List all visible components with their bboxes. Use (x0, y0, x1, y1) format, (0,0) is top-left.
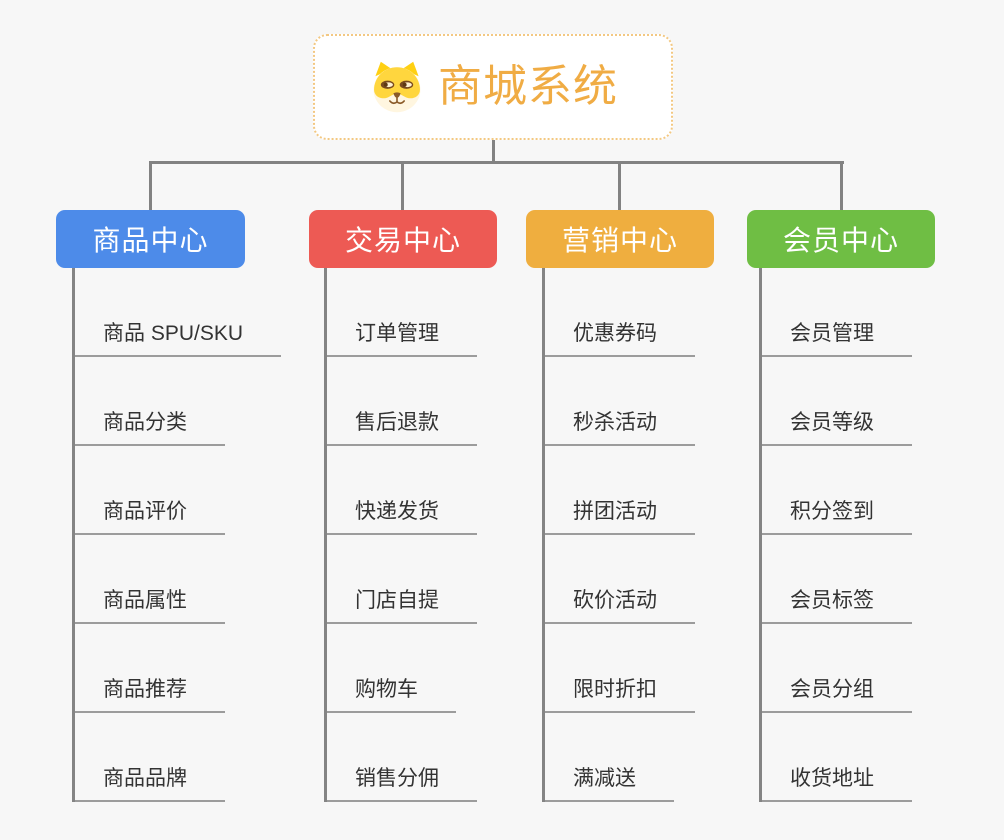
connector-drop-branch-2 (401, 161, 404, 210)
leaf-item[interactable]: 快递发货 (324, 495, 477, 535)
root-title: 商城系统 (438, 62, 618, 111)
leaf-item[interactable]: 收货地址 (759, 762, 912, 802)
leaf-item[interactable]: 商品推荐 (72, 673, 225, 713)
connector-root-stem (492, 140, 495, 164)
leaf-item[interactable]: 满减送 (542, 762, 674, 802)
leaf-item[interactable]: 订单管理 (324, 317, 477, 357)
leaf-item[interactable]: 积分签到 (759, 495, 912, 535)
leaf-item[interactable]: 限时折扣 (542, 673, 695, 713)
branch-member-center[interactable]: 会员中心 (747, 210, 935, 268)
children-column-marketing: 优惠券码 秒杀活动 拼团活动 砍价活动 限时折扣 满减送 (542, 268, 695, 802)
leaf-item[interactable]: 商品分类 (72, 406, 225, 446)
connector-drop-branch-1 (149, 161, 152, 210)
leaf-item[interactable]: 商品 SPU/SKU (72, 317, 282, 357)
dog-face-icon (368, 60, 426, 114)
connector-column-line (324, 268, 327, 802)
connector-column-line (542, 268, 545, 802)
branch-label: 交易中心 (344, 225, 461, 256)
children-column-trade: 订单管理 售后退款 快递发货 门店自提 购物车 销售分佣 (324, 268, 477, 802)
leaf-item[interactable]: 销售分佣 (324, 762, 477, 802)
leaf-item[interactable]: 会员标签 (759, 584, 912, 624)
branch-trade-center[interactable]: 交易中心 (309, 210, 497, 268)
leaf-item[interactable]: 购物车 (324, 673, 456, 713)
connector-column-line (759, 268, 762, 802)
connector-drop-branch-3 (618, 161, 621, 210)
leaf-item[interactable]: 砍价活动 (542, 584, 695, 624)
leaf-item[interactable]: 会员分组 (759, 673, 912, 713)
leaf-item[interactable]: 商品品牌 (72, 762, 225, 802)
branch-label: 会员中心 (782, 225, 899, 256)
leaf-item[interactable]: 会员管理 (759, 317, 912, 357)
leaf-item[interactable]: 商品评价 (72, 495, 225, 535)
children-column-member: 会员管理 会员等级 积分签到 会员标签 会员分组 收货地址 (759, 268, 912, 802)
children-column-product: 商品 SPU/SKU 商品分类 商品评价 商品属性 商品推荐 商品品牌 (72, 268, 282, 802)
leaf-item[interactable]: 售后退款 (324, 406, 477, 446)
branch-label: 营销中心 (561, 225, 678, 256)
branch-marketing-center[interactable]: 营销中心 (526, 210, 714, 268)
leaf-item[interactable]: 门店自提 (324, 584, 477, 624)
connector-column-line (72, 268, 75, 802)
connector-drop-branch-4 (840, 161, 843, 210)
branch-product-center[interactable]: 商品中心 (56, 210, 245, 268)
leaf-item[interactable]: 商品属性 (72, 584, 225, 624)
connector-main-horizontal (149, 161, 844, 164)
branch-label: 商品中心 (92, 225, 209, 256)
leaf-item[interactable]: 秒杀活动 (542, 406, 695, 446)
leaf-item[interactable]: 优惠券码 (542, 317, 695, 357)
leaf-item[interactable]: 会员等级 (759, 406, 912, 446)
root-node[interactable]: 商城系统 (313, 34, 673, 140)
leaf-item[interactable]: 拼团活动 (542, 495, 695, 535)
